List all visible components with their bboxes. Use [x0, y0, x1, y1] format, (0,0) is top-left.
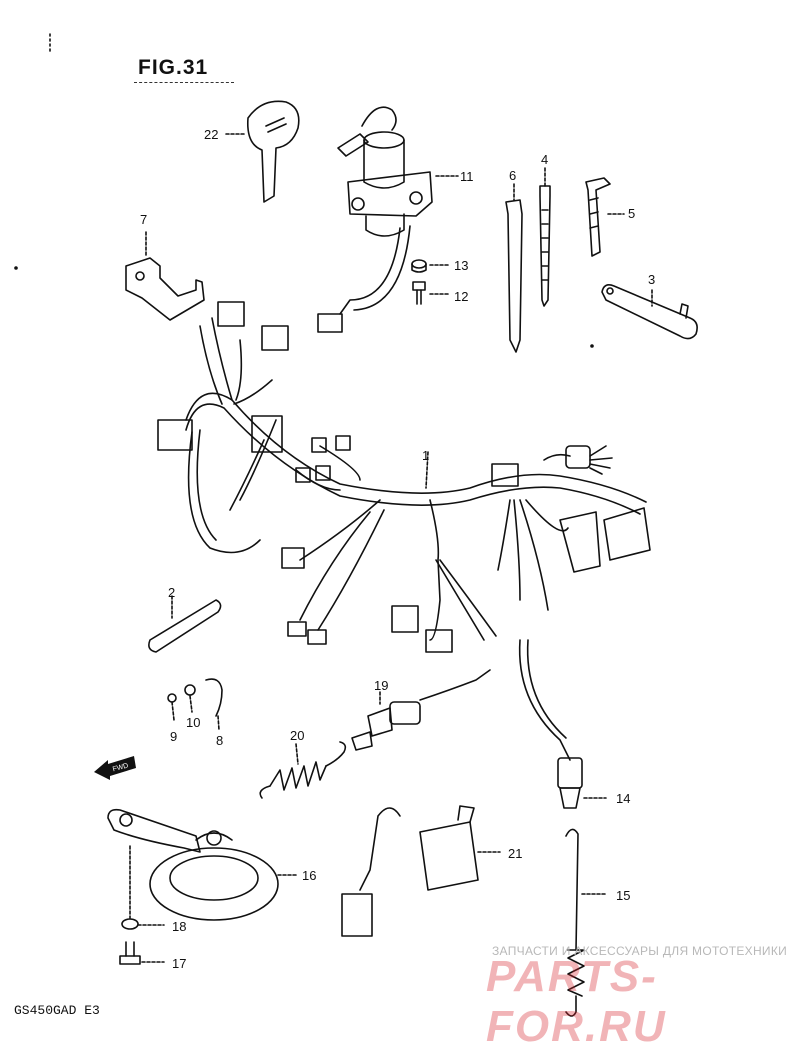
callout-19: 19 — [374, 678, 389, 693]
rear-brake-switch-part — [557, 757, 607, 809]
callout-22: 22 — [204, 127, 219, 142]
brake-light-switch-part — [351, 669, 491, 751]
callout-18: 18 — [172, 919, 187, 934]
watermark-tagline: ЗАПЧАСТИ И АКСЕССУАРЫ ДЛЯ МОТОТЕХНИКИ — [492, 944, 788, 958]
callout-1: 1 — [422, 448, 430, 463]
callout-5: 5 — [628, 206, 636, 221]
figure-title: FIG.31 — [138, 56, 209, 79]
callout-2: 2 — [168, 585, 176, 600]
ring-clip-part — [205, 678, 223, 731]
callout-20: 20 — [290, 728, 305, 743]
bracket-part — [601, 284, 698, 340]
small-screw-part — [167, 693, 177, 721]
long-spring-part — [565, 828, 607, 1017]
callout-7: 7 — [140, 212, 148, 227]
callout-3: 3 — [648, 272, 656, 287]
horn-part — [107, 808, 297, 921]
callout-16: 16 — [302, 868, 317, 883]
callout-14: 14 — [616, 791, 631, 806]
harness-clamp-part — [125, 231, 205, 321]
watermark-logo: PARTS-FOR.RU — [486, 952, 667, 1051]
callout-9: 9 — [170, 729, 178, 744]
plate-part — [148, 595, 222, 653]
callout-10: 10 — [186, 715, 201, 730]
cable-tie-long-part — [505, 183, 523, 353]
title-underline — [134, 82, 234, 83]
callout-21: 21 — [508, 846, 523, 861]
callout-8: 8 — [216, 733, 224, 748]
callout-4: 4 — [541, 152, 549, 167]
callout-15: 15 — [616, 888, 631, 903]
washer-18-part — [121, 845, 165, 930]
model-code: GS450GAD E3 — [14, 1003, 100, 1018]
callout-13: 13 — [454, 258, 469, 273]
forward-label: FWD — [112, 762, 129, 773]
callout-11: 11 — [460, 169, 474, 184]
wiring-harness-part — [157, 301, 651, 761]
bolt-17-part — [119, 941, 165, 965]
callout-6: 6 — [509, 168, 517, 183]
washer-part — [184, 684, 196, 713]
scan-marks — [14, 33, 594, 348]
callout-17: 17 — [172, 956, 187, 971]
screw-part — [412, 281, 451, 305]
ignition-switch-part — [317, 106, 459, 333]
callout-12: 12 — [454, 289, 469, 304]
clamp-part — [585, 177, 625, 257]
relay-part — [341, 805, 501, 937]
key-part — [225, 100, 300, 203]
spring-part — [259, 741, 347, 799]
nut-part — [411, 259, 451, 273]
cable-band-part — [539, 167, 551, 307]
forward-arrow-icon: FWD — [94, 754, 138, 785]
